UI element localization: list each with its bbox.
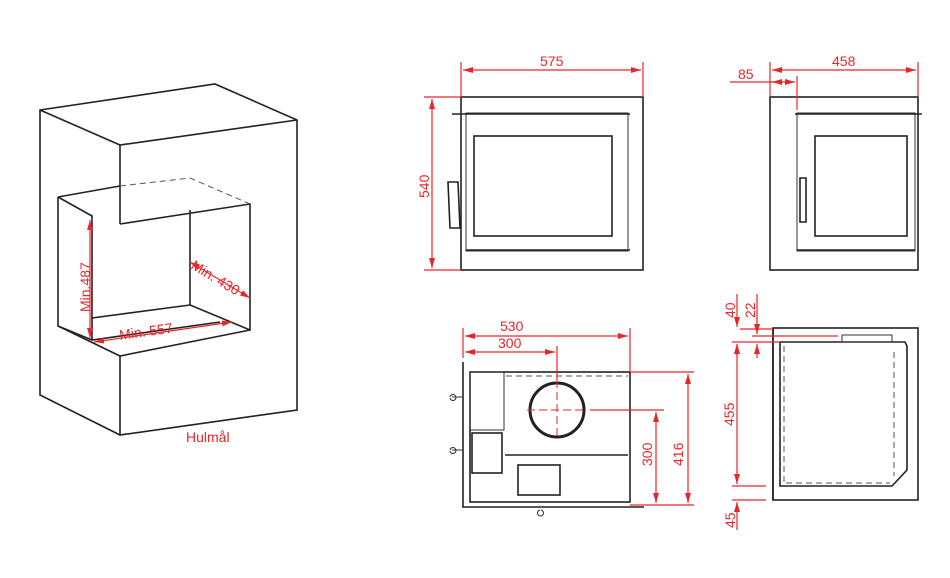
front-width-label: 575 — [540, 53, 564, 69]
section-bottom-label: 45 — [722, 512, 738, 528]
section-view: 40 22 455 45 — [721, 294, 919, 530]
niche-depth-label: Min. 430 — [188, 257, 242, 298]
top-center-x-label: 300 — [498, 335, 522, 351]
side-offset-label: 85 — [738, 66, 754, 82]
side-depth-label: 458 — [832, 53, 856, 69]
section-top-label: 40 — [722, 302, 738, 318]
top-center-y-label: 300 — [639, 442, 655, 466]
niche-caption: Hulmål — [186, 429, 230, 445]
side-view: 458 85 — [730, 53, 922, 271]
section-height-label: 455 — [721, 402, 737, 426]
niche-height-label: Min.487 — [77, 262, 93, 312]
top-view: 530 300 416 300 — [449, 318, 694, 517]
door-handle — [447, 181, 461, 229]
side-handle — [799, 177, 807, 223]
top-depth-label: 416 — [670, 442, 686, 466]
front-height-label: 540 — [416, 174, 432, 198]
iso-niche-view: Min.487 Min. 430 Min. 557 Hulmål — [39, 83, 298, 445]
top-width-label: 530 — [500, 318, 524, 334]
section-top-inner-label: 22 — [742, 302, 758, 318]
niche-width-label: Min. 557 — [118, 320, 174, 343]
front-view: 575 540 — [416, 53, 644, 271]
